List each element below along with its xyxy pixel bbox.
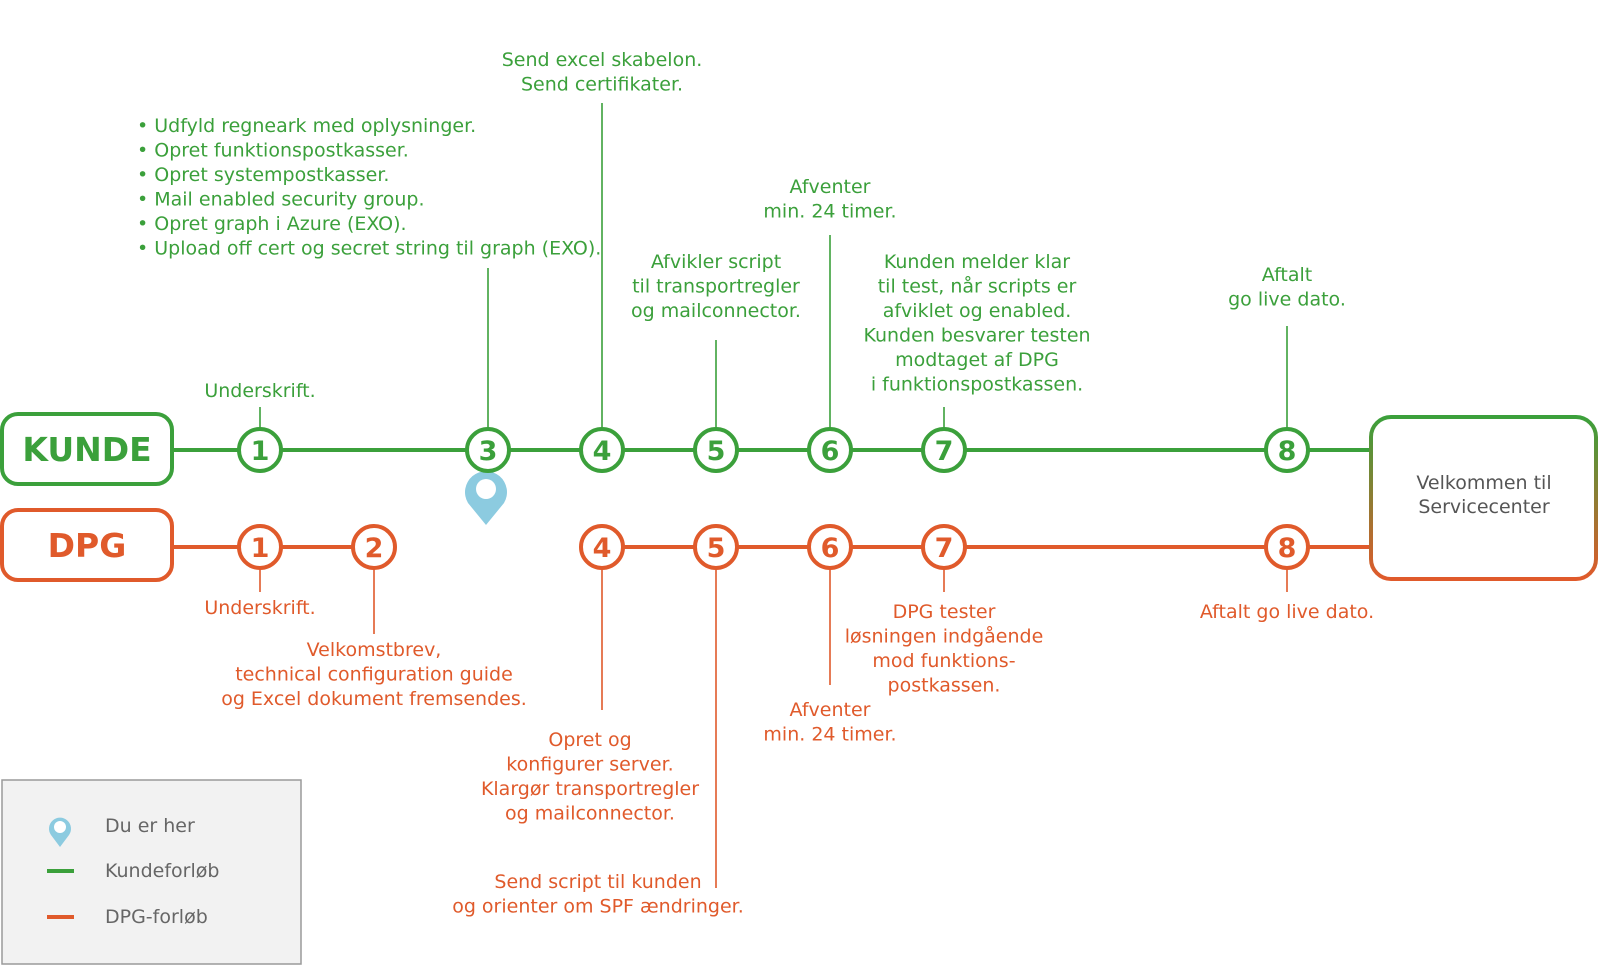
kunde-step-5-text-line: til transportregler	[632, 276, 800, 298]
kunde-step-number: 5	[707, 436, 726, 467]
dpg-step-4-text-line: Opret og	[548, 729, 631, 751]
dpg-step-circle	[237, 524, 283, 570]
kunde-step-4: 4 Send excel skabelon. Send certifikater.	[502, 49, 703, 473]
kunde-step-circle	[465, 427, 511, 473]
dpg-step-5-text-line: og orienter om SPF ændringer.	[452, 896, 744, 918]
kunde-step-3-text-line: • Opret systempostkasser.	[137, 164, 389, 186]
dpg-step-7-text-line: postkassen.	[888, 675, 1001, 697]
kunde-lane-text: KUNDE	[22, 430, 151, 469]
kunde-step-number: 1	[251, 436, 270, 467]
kunde-step-4-text-line: Send excel skabelon.	[502, 49, 703, 71]
dpg-step-4-text-line: Klargør transportregler	[481, 778, 699, 800]
location-pin-icon	[465, 471, 507, 525]
kunde-step-number: 4	[593, 436, 612, 467]
kunde-step-circle	[807, 427, 853, 473]
dpg-step-6-text-line: min. 24 timer.	[763, 724, 896, 746]
dpg-step-circle	[579, 524, 625, 570]
kunde-step-6: 6 Afventer min. 24 timer.	[763, 176, 897, 473]
dpg-step-number: 5	[707, 533, 726, 564]
legend-label-du-er-her: Du er her	[105, 815, 195, 837]
dpg-step-number: 7	[935, 533, 954, 564]
kunde-step-7-text-line: til test, når scripts er	[878, 275, 1077, 298]
dpg-step-4-text-line: og mailconnector.	[505, 803, 675, 825]
kunde-step-circle	[921, 427, 967, 473]
kunde-step-8: 8 Aftalt go live dato.	[1228, 264, 1346, 473]
dpg-lane-text: DPG	[48, 526, 127, 565]
dpg-step-number: 4	[593, 533, 612, 564]
dpg-step-4-text-line: konfigurer server.	[506, 754, 673, 776]
dpg-step-1-text-line: Underskrift.	[204, 597, 315, 619]
kunde-step-circle	[1264, 427, 1310, 473]
kunde-step-7-text-line: afviklet og enabled.	[883, 300, 1072, 322]
dpg-step-circle	[807, 524, 853, 570]
dpg-step-7-text-line: mod funktions-	[872, 650, 1015, 672]
legend: Du er her Kundeforløb DPG-forløb	[1, 779, 302, 965]
kunde-step-number: 6	[821, 436, 840, 467]
dpg-step-7-text-line: DPG tester	[893, 601, 996, 623]
kunde-step-number: 8	[1278, 436, 1297, 467]
dpg-step-number: 1	[251, 533, 270, 564]
dpg-step-5-text-line: Send script til kunden	[494, 871, 701, 893]
kunde-step-5-text-line: Afvikler script	[651, 251, 781, 273]
kunde-step-circle	[579, 427, 625, 473]
kunde-step-7-text-line: Kunden besvarer testen	[863, 325, 1090, 347]
kunde-step-4-text-line: Send certifikater.	[521, 74, 683, 96]
kunde-step-7-text-line: Kunden melder klar	[884, 251, 1070, 273]
legend-pin-icon	[49, 817, 71, 847]
dpg-step-2-text-line: technical configuration guide	[235, 664, 513, 686]
kunde-step-3-text-line: • Upload off cert og secret string til g…	[137, 238, 601, 260]
kunde-step-circle	[237, 427, 283, 473]
kunde-step-7-text-line: modtaget af DPG	[895, 349, 1059, 371]
kunde-step-6-text-line: min. 24 timer.	[763, 201, 896, 223]
dpg-lane-label: DPG	[0, 508, 174, 582]
kunde-step-circle	[693, 427, 739, 473]
kunde-step-8-text-line: go live dato.	[1228, 289, 1346, 311]
kunde-step-7-text-line: i funktionspostkassen.	[871, 374, 1083, 396]
dpg-step-circle	[921, 524, 967, 570]
kunde-step-3-text-line: • Opret graph i Azure (EXO).	[137, 213, 407, 235]
kunde-step-1-text-line: Underskrift.	[204, 380, 315, 402]
kunde-step-number: 7	[935, 436, 954, 467]
dpg-step-2-text-line: og Excel dokument fremsendes.	[221, 688, 527, 710]
dpg-step-8-text-line: Aftalt go live dato.	[1200, 601, 1374, 623]
kunde-lane-label: KUNDE	[0, 412, 174, 486]
dpg-step-2-text-line: Velkomstbrev,	[307, 639, 442, 661]
kunde-step-3-text-line: • Opret funktionspostkasser.	[137, 140, 409, 162]
final-box-line2: Servicecenter	[1418, 496, 1550, 518]
kunde-step-number: 3	[479, 436, 498, 467]
kunde-step-3-text-line: • Udfyld regneark med oplysninger.	[137, 115, 476, 137]
dpg-step-circle	[351, 524, 397, 570]
dpg-step-7-text-line: løsningen indgående	[845, 625, 1044, 648]
kunde-step-3-text-line: • Mail enabled security group.	[137, 189, 425, 211]
kunde-step-3: 3 • Udfyld regneark med oplysninger. • Opr…	[137, 115, 601, 473]
kunde-step-5-text-line: og mailconnector.	[631, 300, 801, 322]
kunde-step-6-text-line: Afventer	[790, 176, 871, 198]
final-box: Velkommen til Servicecenter	[1369, 415, 1598, 581]
final-box-line1: Velkommen til	[1416, 472, 1551, 494]
kunde-step-8-text-line: Aftalt	[1262, 264, 1313, 286]
legend-label-kundeforloeb: Kundeforløb	[105, 860, 219, 882]
dpg-step-number: 6	[821, 533, 840, 564]
kunde-step-1: 1 Underskrift.	[204, 380, 316, 473]
dpg-step-number: 2	[365, 533, 384, 564]
dpg-step-6-text-line: Afventer	[790, 699, 871, 721]
legend-label-dpg-forloeb: DPG-forløb	[105, 906, 208, 928]
dpg-step-circle	[693, 524, 739, 570]
dpg-step-number: 8	[1278, 533, 1297, 564]
dpg-step-circle	[1264, 524, 1310, 570]
